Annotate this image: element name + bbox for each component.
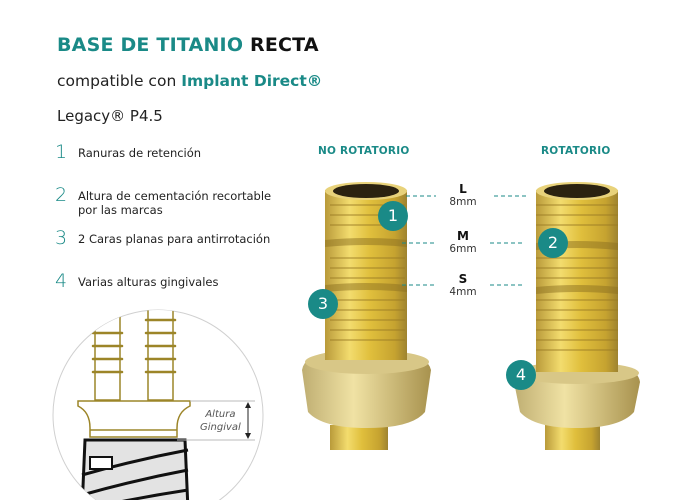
- feature-text: Ranuras de retención: [78, 146, 202, 160]
- height-label: L: [459, 182, 467, 196]
- feature-number: 2: [55, 184, 68, 206]
- gingival-label-line1: Altura: [205, 409, 236, 420]
- feature-text: Varias alturas gingivales: [78, 275, 219, 289]
- height-value: 4mm: [449, 286, 477, 298]
- feature-number: 1: [55, 141, 68, 163]
- feature-number: 3: [55, 227, 68, 249]
- callout-badge-3: 3: [308, 289, 338, 319]
- rotating-abutment: [514, 182, 640, 450]
- model-name: Legacy® P4.5: [57, 107, 163, 125]
- gingival-height-diagram: [52, 309, 264, 500]
- non-rotating-heading: NO ROTATORIO: [318, 145, 410, 157]
- subtitle-prefix: compatible con: [57, 72, 177, 90]
- gingival-label-line2: Gingival: [200, 422, 241, 433]
- page-title: BASE DE TITANIO RECTA: [57, 34, 319, 56]
- height-M: M 6mm: [443, 229, 483, 255]
- height-label: M: [457, 229, 469, 243]
- title-variant: RECTA: [250, 34, 319, 56]
- height-guide-lines: [402, 195, 526, 286]
- feature-item: 2 Altura de cementación recortable por l…: [55, 184, 278, 218]
- height-label: S: [458, 272, 468, 286]
- title-main: BASE DE TITANIO: [57, 34, 244, 56]
- feature-text: 2 Caras planas para antirrotación: [78, 232, 271, 246]
- feature-item: 1 Ranuras de retención: [55, 141, 278, 163]
- callout-badge-4: 4: [506, 360, 536, 390]
- gingival-height-label: Altura Gingival: [200, 408, 241, 434]
- feature-item: 4 Varias alturas gingivales: [55, 270, 278, 292]
- height-L: L 8mm: [443, 182, 483, 208]
- subtitle-brand: Implant Direct®: [181, 72, 323, 90]
- callout-badge-2: 2: [538, 228, 568, 258]
- feature-number: 4: [55, 270, 68, 292]
- feature-text: Altura de cementación recortable por las…: [78, 189, 272, 217]
- height-S: S 4mm: [443, 272, 483, 298]
- callout-badge-1: 1: [378, 201, 408, 231]
- height-value: 6mm: [449, 243, 477, 255]
- height-value: 8mm: [449, 196, 477, 208]
- feature-item: 3 2 Caras planas para antirrotación: [55, 227, 278, 249]
- subtitle: compatible con Implant Direct®: [57, 72, 322, 90]
- rotating-heading: ROTATORIO: [541, 145, 611, 157]
